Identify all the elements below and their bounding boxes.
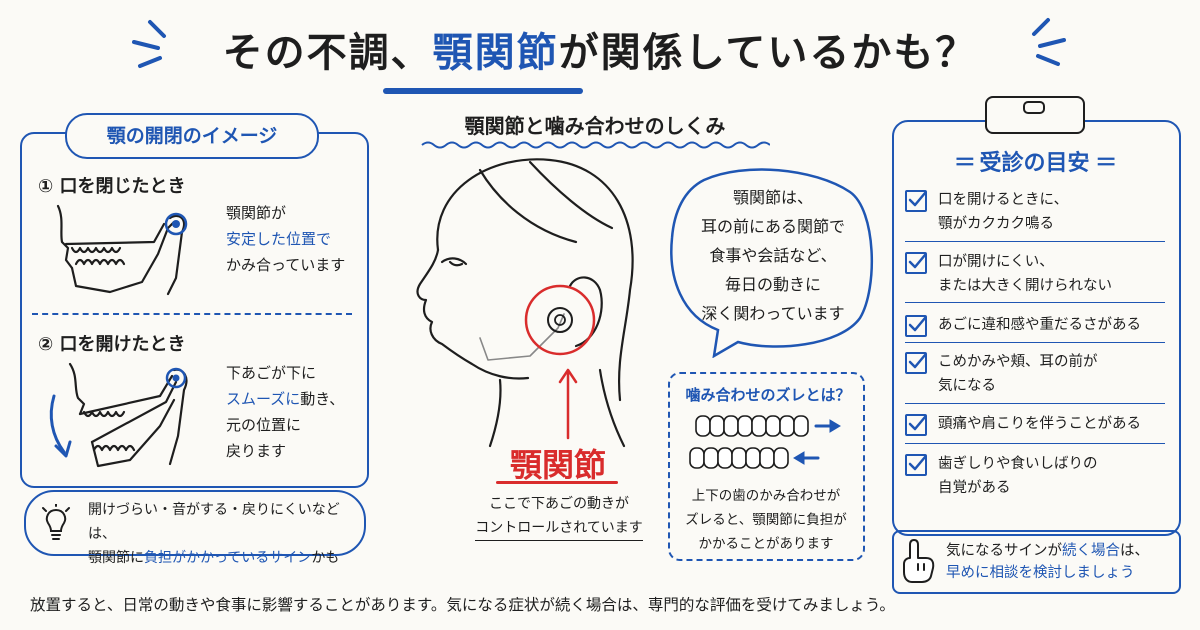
hint-line2-b: かも <box>311 550 340 566</box>
title-text-after: が関係しているかも？ <box>558 30 978 76</box>
hint-box: 開けづらい・音がする・戻りにくいなどは、 顎関節に負担がかかっているサインかも <box>24 490 366 566</box>
joint-caption: ここで下あごの動きが コントロールされています <box>474 492 644 541</box>
step-divider <box>32 313 352 315</box>
teeth-illustration <box>689 415 841 469</box>
checkbox-icon <box>905 315 927 337</box>
step2-line3: 元の位置に <box>226 416 302 434</box>
check-item-3: あごに違和感や重だるさがある <box>905 313 1167 337</box>
bubble-line2: 耳の前にある関節で <box>700 217 845 236</box>
checkbox-icon <box>905 252 927 274</box>
check-item-4-line2: 気になる <box>938 378 996 394</box>
pointing-hand-icon <box>903 539 935 583</box>
check-item-2-line2: または大きく開けられない <box>938 278 1112 294</box>
page-title: その不調、顎関節が関係しているかも？ <box>0 20 1200 78</box>
step2-line4: 戻ります <box>226 442 287 460</box>
step2-line2-rest: 動き、 <box>300 390 345 408</box>
jaw-open-illustration <box>49 362 188 468</box>
hint-line2-a: 顎関節に <box>88 550 144 566</box>
step1-line2: 安定した位置で <box>226 230 332 248</box>
check-item-6-line1: 歯ぎしりや食いしばりの <box>938 456 1098 472</box>
face-profile-illustration <box>416 158 634 448</box>
bubble-text: 顎関節は、 耳の前にある関節で 食事や会話など、 毎日の動きに 深く関わっていま… <box>688 183 858 328</box>
consult-line1-b: は、 <box>1120 543 1149 559</box>
bite-line2: ズレると、顎関節に負担が <box>685 512 847 528</box>
check-item-4: こめかみや頬、耳の前が 気になる <box>905 350 1167 398</box>
joint-caption-line2: コントロールされています <box>475 516 643 541</box>
step2-line1: 下あごが下に <box>226 364 317 382</box>
bubble-line4: 毎日の動きに <box>724 275 821 294</box>
checklist-title: ＝ 受診の目安 ＝ <box>953 151 1117 176</box>
shift-arrows-icon <box>793 419 841 465</box>
clipboard-clip-hole <box>1023 101 1045 114</box>
step1-line1: 顎関節が <box>226 204 287 222</box>
step2-title: ② 口を開けたとき <box>38 334 186 355</box>
jaw-open-arrow-icon <box>49 394 66 454</box>
consult-box <box>892 530 1181 594</box>
title-text-before: その不調、 <box>222 30 433 76</box>
check-item-1-line1: 口を開けるときに、 <box>938 192 1069 208</box>
consult-line1-a: 気になるサインが <box>946 543 1062 559</box>
title-burst-left <box>132 20 166 68</box>
lightbulb-icon <box>42 504 70 540</box>
bite-box-title: 噛み合わせのズレとは？ <box>685 386 851 404</box>
bite-misalignment-box <box>668 372 865 561</box>
check-item-5: 頭痛や肩こりを伴うことがある <box>905 412 1167 436</box>
check-separator <box>905 241 1165 242</box>
checkmarks <box>908 191 927 471</box>
check-item-1-line2: 顎がカクカク鳴る <box>938 216 1054 232</box>
footer-note: 放置すると、日常の動きや食事に影響することがあります。気になる症状が続く場合は、… <box>30 596 895 614</box>
step2-line2-highlight: スムーズに <box>226 390 301 408</box>
check-item-5-line1: 頭痛や肩こりを伴うことがある <box>938 416 1141 432</box>
check-item-6-line2: 自覚がある <box>938 480 1011 496</box>
check-item-2-line1: 口が開けにくい、 <box>938 254 1054 270</box>
bite-box-desc: 上下の歯のかみ合わせが ズレると、顎関節に負担が かかることがあります <box>676 484 856 556</box>
hint-line2-highlight: 負担がかかっているサイン <box>144 550 312 566</box>
heading-wave <box>421 141 770 149</box>
consult-text: 気になるサインが続く場合は、 早めに相談を検討しましょう <box>946 540 1171 584</box>
jaw-closed-illustration <box>56 204 188 296</box>
bite-line3: かかることがあります <box>698 536 834 552</box>
checkbox-icon <box>905 454 927 476</box>
consult-line2: 早めに相談を検討しましょう <box>946 565 1135 581</box>
checkbox-icon <box>905 190 927 212</box>
bubble-line1: 顎関節は、 <box>732 188 813 207</box>
bite-line1: 上下の歯のかみ合わせが <box>691 488 841 504</box>
hint-line1: 開けづらい・音がする・戻りにくいなどは、 <box>88 502 340 542</box>
speech-bubble <box>670 168 873 358</box>
jaw-motion-header: 顎の開閉のイメージ <box>65 113 319 159</box>
check-item-1: 口を開けるときに、 顎がカクカク鳴る <box>905 188 1167 236</box>
checkbox-icon <box>905 352 927 374</box>
joint-caption-line1: ここで下あごの動きが <box>489 496 629 512</box>
check-separator <box>905 302 1165 303</box>
check-separator <box>905 342 1165 343</box>
check-item-4-line1: こめかみや頬、耳の前が <box>938 354 1098 370</box>
check-separator <box>905 403 1165 404</box>
title-highlight: 顎関節 <box>432 30 559 76</box>
checkbox-icon <box>905 414 927 436</box>
check-item-6: 歯ぎしりや食いしばりの 自覚がある <box>905 452 1167 500</box>
bubble-line3: 食事や会話など、 <box>709 246 837 265</box>
check-item-3-line1: あごに違和感や重だるさがある <box>938 317 1141 333</box>
checklist-title-text: 受診の目安 <box>979 151 1090 176</box>
bubble-line5: 深く関わっています <box>701 304 845 323</box>
check-item-2: 口が開けにくい、 または大きく開けられない <box>905 250 1167 298</box>
step1-title: ① 口を閉じたとき <box>38 176 186 197</box>
mechanism-heading: 顎関節と噛み合わせのしくみ <box>464 114 726 138</box>
joint-label: 顎関節 <box>509 446 606 484</box>
title-underline <box>383 88 583 94</box>
title-burst-right <box>1032 18 1066 66</box>
check-separator <box>905 443 1165 444</box>
consult-line1-highlight: 続く場合 <box>1062 543 1120 559</box>
step1-line3: かみ合っています <box>226 256 346 274</box>
joint-label-underline <box>496 481 618 484</box>
